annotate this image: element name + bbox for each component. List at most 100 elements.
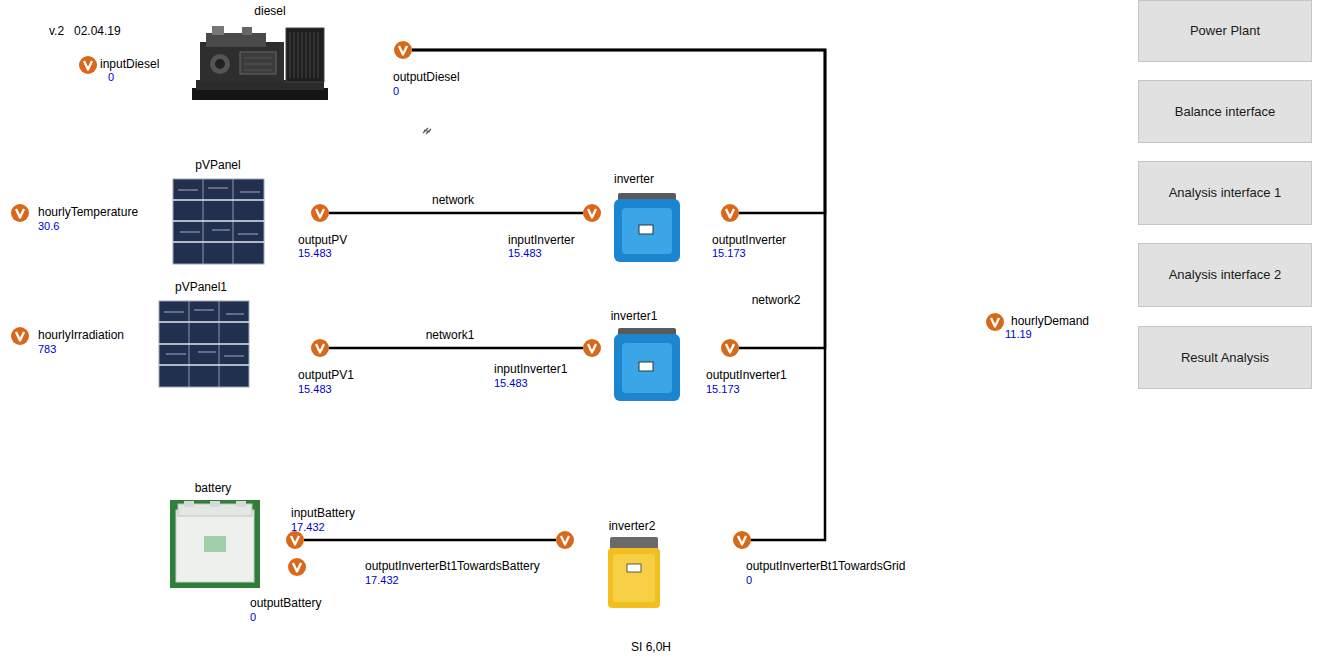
component-label: inverter2 bbox=[609, 519, 656, 533]
variable-name: hourlyIrradiation bbox=[38, 328, 124, 342]
variable-name: outputPV1 bbox=[298, 368, 354, 382]
variable-icon bbox=[288, 558, 306, 576]
pv-panel-picture bbox=[159, 301, 249, 387]
variable-node: outputInverterBt1TowardsGrid0 bbox=[733, 531, 905, 587]
variable-node: outputInverterBt1TowardsBattery17.432 bbox=[365, 531, 574, 587]
variable-name: outputDiesel bbox=[393, 70, 460, 84]
component-label: pVPanel1 bbox=[175, 280, 227, 294]
variable-node: hourlyDemand11.19 bbox=[986, 313, 1089, 341]
variable-name: inputInverter1 bbox=[494, 362, 567, 376]
variable-icon bbox=[79, 56, 97, 74]
variable-node: outputPV15.483 bbox=[298, 204, 347, 260]
wire bbox=[304, 539, 556, 542]
variable-icon bbox=[721, 339, 739, 357]
button-label: Analysis interface 2 bbox=[1169, 267, 1282, 283]
variable-name: inputDiesel bbox=[100, 57, 159, 71]
button-box: Power Plant bbox=[1138, 0, 1312, 62]
variable-node: inputInverter15.483 bbox=[508, 204, 601, 260]
variable-name: inputBattery bbox=[291, 506, 355, 520]
component-node: pVPanel1 bbox=[158, 280, 250, 388]
component-label: SI 6,0H bbox=[631, 640, 671, 654]
button-label: Balance interface bbox=[1175, 104, 1275, 120]
inverter-picture bbox=[614, 328, 680, 401]
component-label: diesel bbox=[254, 4, 285, 18]
component-node: inverter1 bbox=[611, 309, 682, 403]
battery-picture bbox=[170, 500, 260, 588]
variable-name: outputInverter1 bbox=[706, 368, 787, 382]
variable-name: outputBattery bbox=[250, 596, 321, 610]
component-node: pVPanel bbox=[172, 158, 265, 265]
inverter-picture bbox=[614, 193, 680, 262]
variable-node: outputPV115.483 bbox=[298, 339, 354, 396]
component-label: inverter1 bbox=[611, 309, 658, 323]
variable-value: 11.19 bbox=[1005, 328, 1032, 341]
component-label: inverter bbox=[614, 172, 654, 186]
network-label: network bbox=[430, 193, 476, 207]
variable-value: 0 bbox=[250, 611, 256, 624]
variable-node: outputInverter15.173 bbox=[712, 204, 786, 260]
variable-value: 15.173 bbox=[712, 247, 746, 260]
variable-node: inputDiesel0 bbox=[79, 56, 159, 84]
variable-icon bbox=[721, 204, 739, 222]
variable-icon bbox=[11, 327, 29, 345]
variable-node: hourlyTemperature30.6 bbox=[11, 204, 138, 233]
wire bbox=[412, 50, 825, 540]
variable-value: 15.483 bbox=[298, 247, 332, 260]
button-box: Balance interface bbox=[1138, 80, 1312, 143]
variable-node: inputBattery17.432 bbox=[286, 506, 355, 549]
variable-node: inputInverter115.483 bbox=[494, 339, 601, 390]
variable-icon bbox=[394, 41, 412, 59]
variable-icon bbox=[733, 531, 751, 549]
button-label: Result Analysis bbox=[1181, 350, 1269, 366]
variable-name: hourlyTemperature bbox=[38, 205, 138, 219]
variable-icon bbox=[311, 204, 329, 222]
small-mark bbox=[423, 128, 431, 134]
component-node: inverter bbox=[612, 172, 682, 264]
component-label: battery bbox=[195, 481, 232, 495]
variable-value: 783 bbox=[38, 343, 56, 356]
variable-node: outputDiesel0 bbox=[393, 41, 460, 98]
pv-panel-picture bbox=[173, 179, 264, 264]
wire bbox=[329, 212, 583, 215]
component-node: inverter2 SI 6,0H bbox=[607, 519, 671, 654]
variable-name: hourlyDemand bbox=[1011, 314, 1089, 328]
variable-name: outputInverterBt1TowardsGrid bbox=[746, 559, 905, 573]
variable-name: outputInverterBt1TowardsBattery bbox=[365, 559, 540, 573]
component-node: battery bbox=[170, 481, 260, 588]
variable-icon bbox=[286, 531, 304, 549]
variable-value: 15.483 bbox=[494, 377, 528, 390]
component-label: pVPanel bbox=[195, 158, 240, 172]
variable-value: 0 bbox=[393, 85, 399, 98]
button-box: Analysis interface 2 bbox=[1138, 243, 1312, 307]
button-box: Result Analysis bbox=[1138, 326, 1312, 389]
network-label: network1 bbox=[424, 328, 477, 342]
component-node: diesel bbox=[190, 4, 330, 102]
variable-name: inputInverter bbox=[508, 233, 575, 247]
button-label: Analysis interface 1 bbox=[1169, 185, 1282, 201]
variable-value: 30.6 bbox=[38, 220, 59, 233]
variable-node: hourlyIrradiation783 bbox=[11, 327, 124, 356]
wire bbox=[412, 50, 825, 348]
variable-value: 17.432 bbox=[291, 521, 325, 534]
variable-node: outputBattery0 bbox=[250, 558, 321, 624]
variable-node: outputInverter115.173 bbox=[706, 339, 787, 396]
wire bbox=[412, 50, 825, 213]
variable-icon bbox=[986, 313, 1004, 331]
button-box: Analysis interface 1 bbox=[1138, 161, 1312, 225]
version-label: v.2 bbox=[49, 24, 64, 38]
variable-icon bbox=[583, 339, 601, 357]
variable-value: 0 bbox=[746, 574, 752, 587]
variable-value: 0 bbox=[108, 71, 114, 84]
variable-icon bbox=[556, 531, 574, 549]
wire bbox=[329, 347, 583, 350]
variable-value: 15.483 bbox=[298, 383, 332, 396]
variable-value: 15.173 bbox=[706, 383, 740, 396]
variable-icon bbox=[583, 204, 601, 222]
version-label: 02.04.19 bbox=[74, 24, 121, 38]
variable-value: 15.483 bbox=[508, 247, 542, 260]
diesel-generator bbox=[192, 26, 328, 100]
variable-icon bbox=[311, 339, 329, 357]
